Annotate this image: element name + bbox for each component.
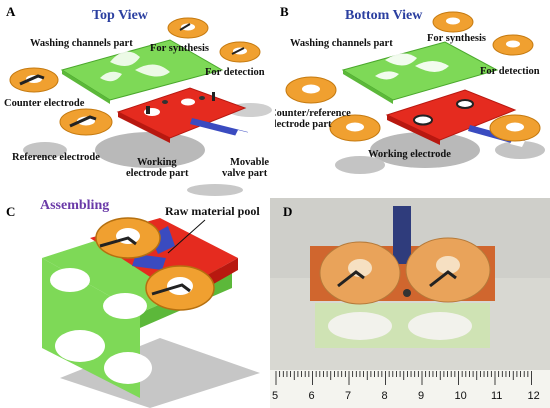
device-valve [393, 206, 411, 264]
synthesis-disc [167, 17, 209, 39]
label-counter-electrode: Counter electrode [4, 98, 85, 109]
label-working-line-1: Working [137, 157, 177, 168]
ruler-number: 8 [381, 390, 388, 402]
ruler [270, 370, 550, 408]
panel-d-photo [270, 198, 550, 408]
panel-a-letter: A [6, 4, 16, 19]
panel-b-illustration [285, 11, 545, 174]
detection-disc [492, 34, 534, 56]
working-electrode-disc-right [489, 114, 541, 142]
assembled-disc-left [95, 217, 161, 259]
ruler-number: 7 [345, 390, 352, 402]
panel-c-illustration [42, 217, 260, 408]
label-counter-reference-line-1: Counter/reference [275, 108, 351, 119]
panel-a-title: Top View [92, 8, 148, 23]
ruler-number: 9 [418, 390, 425, 402]
label-reference-electrode: Reference electrode [12, 152, 100, 163]
ruler-numbers: 5 6 7 8 9 10 11 12 [270, 390, 550, 404]
label-raw-material-pool: Raw material pool [165, 204, 260, 218]
label-working-electrode: Working electrode [368, 149, 451, 160]
device-disc-right [405, 237, 491, 303]
reference-electrode-disc [59, 108, 113, 136]
panel-c: C Assembling Raw material pool [0, 198, 275, 408]
ruler-number: 12 [527, 390, 540, 402]
panel-d-letter: D [283, 204, 293, 219]
label-washing-channels: Washing channels part [30, 38, 133, 49]
label-washing-channels: Washing channels part [290, 38, 393, 49]
ruler-number: 11 [491, 390, 503, 402]
label-valve-line-2: valve part [222, 168, 268, 179]
label-for-detection: For detection [205, 67, 265, 78]
label-for-synthesis: For synthesis [427, 33, 487, 44]
detection-disc [219, 41, 261, 63]
working-electrode-disc-left [329, 114, 381, 142]
label-valve-line-1: Movable [230, 157, 270, 168]
counter-reference-disc [285, 76, 337, 104]
washing-channels-plate [341, 41, 499, 101]
panel-b-letter: B [280, 4, 289, 19]
label-working-line-2: electrode part [126, 168, 189, 179]
synthesis-disc [432, 11, 474, 33]
movable-valve-part [190, 118, 248, 138]
panel-a-illustration [9, 17, 272, 196]
device-disc-left [319, 241, 401, 305]
panel-d: D 5 6 7 8 9 10 11 12 [270, 198, 550, 408]
panel-b: B Bottom View Washing channels part For … [275, 0, 550, 198]
ruler-number: 6 [308, 390, 315, 402]
panel-a: A Top View Washing channels part For syn… [0, 0, 275, 198]
ruler-number: 5 [272, 390, 279, 402]
ruler-number: 10 [454, 390, 467, 402]
panel-c-letter: C [6, 204, 16, 219]
assembled-disc-right [145, 265, 215, 311]
counter-electrode-disc [9, 67, 59, 93]
label-for-synthesis: For synthesis [150, 43, 210, 54]
panel-c-title: Assembling [40, 198, 110, 213]
shadow [95, 132, 205, 168]
label-counter-reference-line-2: electrode part [275, 119, 332, 130]
panel-b-title: Bottom View [345, 8, 423, 23]
label-for-detection: For detection [480, 66, 540, 77]
